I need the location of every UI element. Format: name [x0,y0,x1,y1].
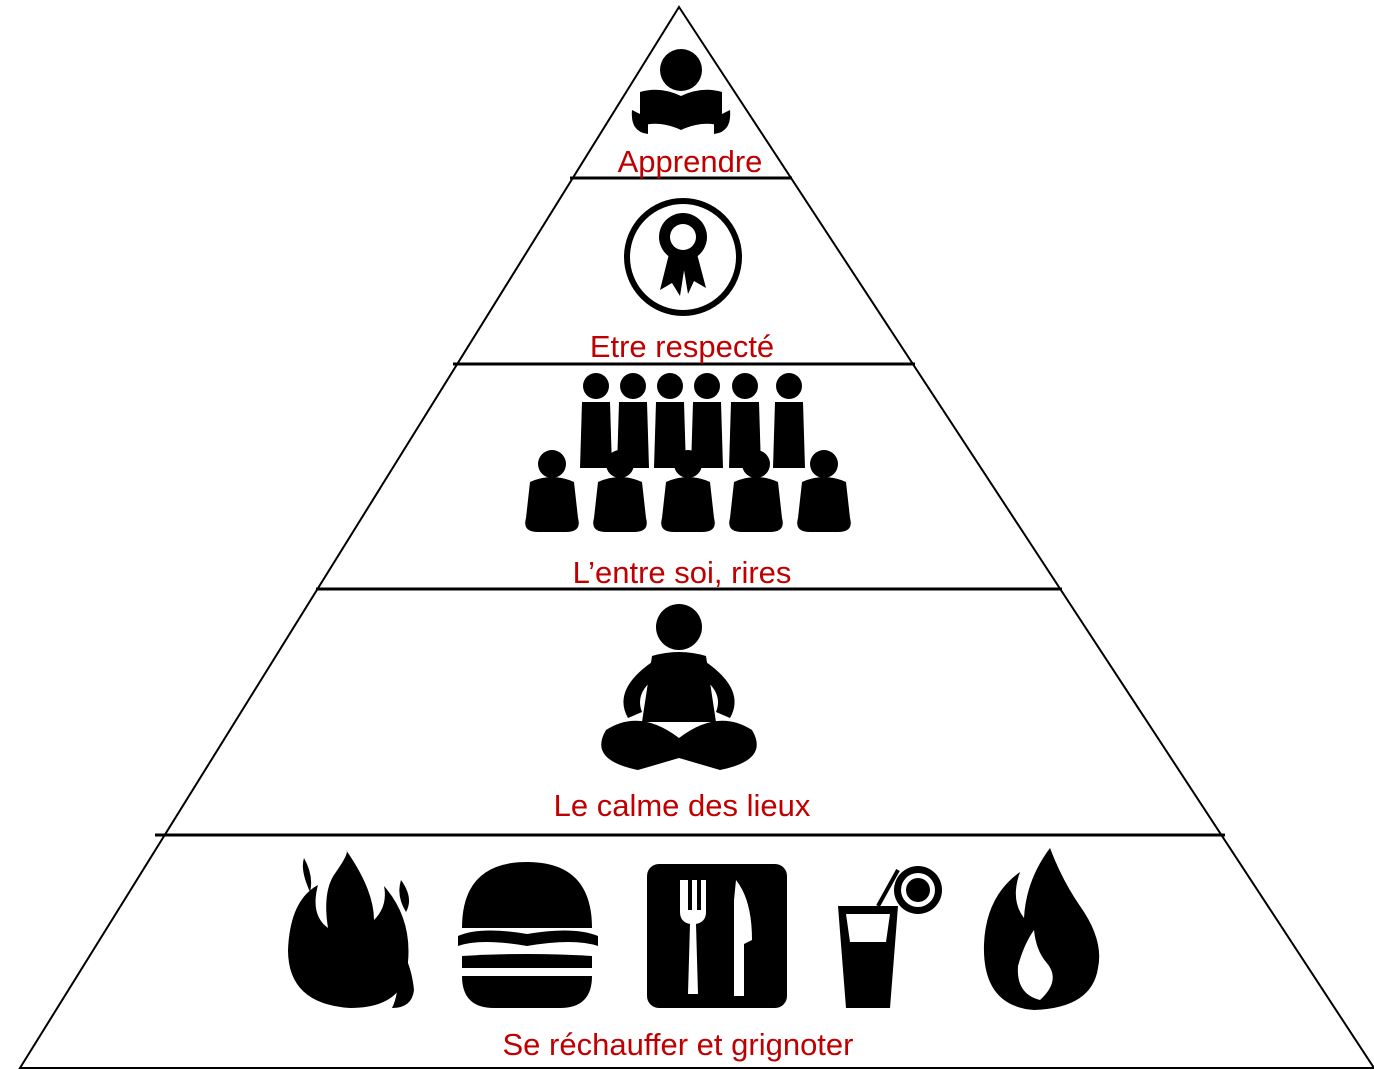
level-label-respect: Etre respecté [589,329,775,364]
drink-lemon-icon [838,866,942,1008]
flame-icon [983,848,1100,1010]
meditation-person-icon [601,604,757,770]
fork-knife-icon [647,864,787,1008]
reading-person-icon [631,49,731,134]
level-label-learn: Apprendre [617,144,763,179]
burger-icon [458,862,598,1008]
level-label-warmth-food: Se réchauffer et grignoter [502,1027,854,1062]
award-ribbon-icon [624,198,742,316]
level-label-social: L’entre soi, rires [572,555,792,590]
pyramid-outline [18,5,1374,1069]
level-label-calm: Le calme des lieux [553,788,811,823]
fire-icon [288,850,414,1008]
group-of-people-icon [525,373,851,532]
